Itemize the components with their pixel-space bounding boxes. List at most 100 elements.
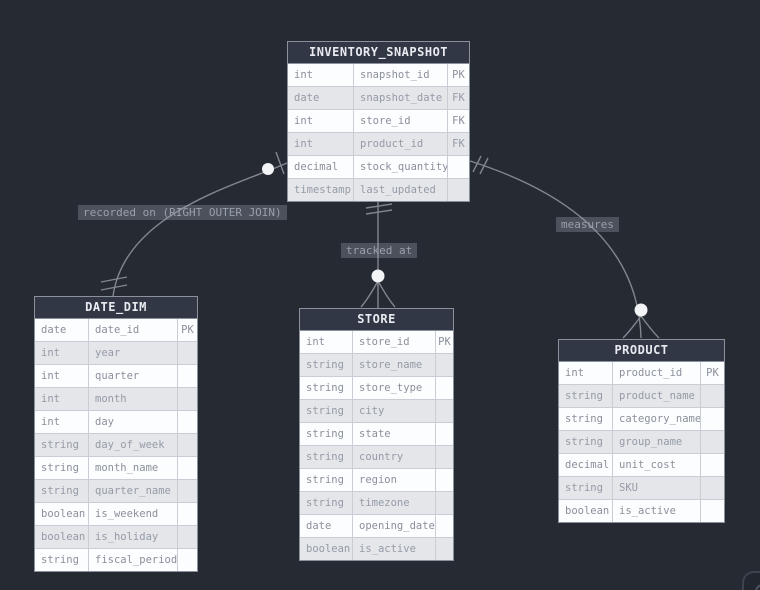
exactly-one-tick bbox=[365, 203, 393, 209]
column-name: group_name bbox=[613, 431, 701, 453]
column-type: string bbox=[35, 457, 89, 479]
column-key-badge bbox=[436, 377, 453, 399]
relationship-label-store[interactable]: tracked at bbox=[341, 243, 418, 258]
circle-control-icon[interactable] bbox=[755, 584, 760, 590]
column-type: boolean bbox=[35, 526, 89, 548]
column-key-badge bbox=[178, 434, 197, 456]
column-type: string bbox=[300, 354, 353, 376]
column-key-badge bbox=[448, 156, 469, 178]
column-name: city bbox=[353, 400, 436, 422]
column-key-badge bbox=[701, 454, 724, 476]
column-key-badge bbox=[178, 480, 197, 502]
column-name: month_name bbox=[89, 457, 178, 479]
exactly-one-tick bbox=[100, 276, 128, 283]
column-key-badge bbox=[436, 492, 453, 514]
zero-circle bbox=[262, 163, 274, 175]
relationship-tracked-at[interactable] bbox=[360, 195, 396, 308]
column-key-badge bbox=[436, 423, 453, 445]
column-key-badge: PK bbox=[181, 324, 194, 336]
column-type: boolean bbox=[300, 538, 353, 560]
column-key-badge: PK bbox=[438, 336, 451, 348]
column-type: string bbox=[35, 549, 89, 571]
column-type: string bbox=[300, 446, 353, 468]
column-name: fiscal_period bbox=[89, 549, 178, 571]
relationship-recorded-on[interactable] bbox=[100, 151, 288, 297]
column-type: int bbox=[288, 64, 354, 86]
column-name: date_id bbox=[89, 319, 178, 341]
column-type: string bbox=[300, 377, 353, 399]
column-name: last_updated bbox=[354, 179, 448, 201]
relationship-measures[interactable] bbox=[469, 155, 660, 339]
column-key-badge bbox=[436, 400, 453, 422]
relationship-label-product[interactable]: measures bbox=[556, 217, 619, 232]
column-name: is_active bbox=[613, 500, 701, 522]
column-type: string bbox=[300, 423, 353, 445]
column-name: timezone bbox=[353, 492, 436, 514]
column-key-badge bbox=[178, 457, 197, 479]
column-type: date bbox=[35, 319, 89, 341]
column-name: quarter bbox=[89, 365, 178, 387]
crow-foot bbox=[622, 315, 642, 339]
exactly-one-tick bbox=[365, 209, 393, 215]
column-name: unit_cost bbox=[613, 454, 701, 476]
table-title[interactable]: INVENTORY_SNAPSHOT bbox=[288, 42, 469, 64]
column-name: is_weekend bbox=[89, 503, 178, 525]
column-type: string bbox=[559, 477, 613, 499]
relationship-label-date_dim[interactable]: recorded on (RIGHT OUTER JOIN) bbox=[78, 205, 287, 220]
column-name: state bbox=[353, 423, 436, 445]
column-name: snapshot_id bbox=[354, 64, 448, 86]
column-name: store_type bbox=[353, 377, 436, 399]
column-key-badge bbox=[178, 526, 197, 548]
column-name: store_id bbox=[354, 110, 448, 132]
table-title[interactable]: PRODUCT bbox=[559, 340, 724, 362]
column-type: string bbox=[559, 385, 613, 407]
column-type: boolean bbox=[35, 503, 89, 525]
corner-control-panel[interactable] bbox=[742, 571, 760, 590]
column-type: date bbox=[300, 515, 353, 537]
table-title[interactable]: STORE bbox=[300, 309, 453, 331]
column-type: int bbox=[300, 331, 353, 353]
column-key-badge: PK bbox=[452, 69, 465, 81]
table-title[interactable]: DATE_DIM bbox=[35, 297, 197, 319]
